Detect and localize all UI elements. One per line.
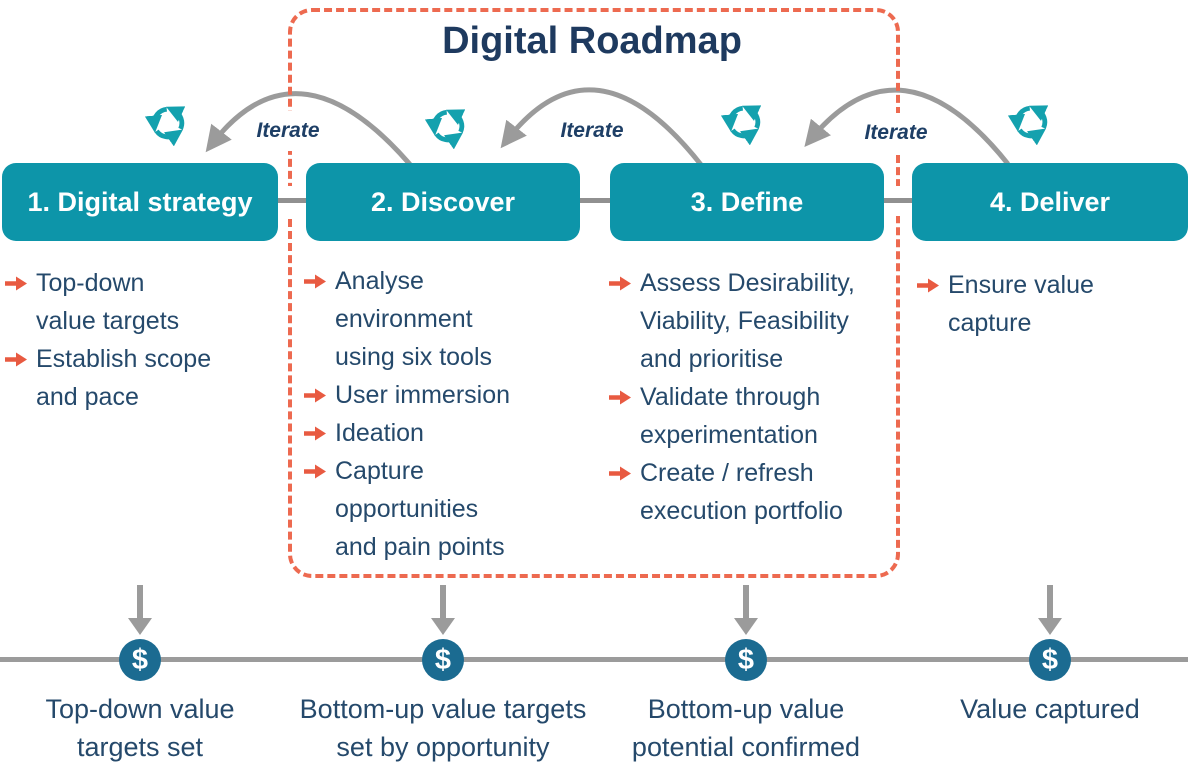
cycle-refresh-icon [145,106,186,146]
bullet-list-discover: Analyse environment using six tools User… [303,262,553,566]
arrow-right-icon [304,274,326,289]
iterate-label-3: Iterate [863,113,929,153]
arrow-right-icon [5,276,27,291]
cycle-refresh-icon [425,109,466,149]
arrow-right-icon [917,278,939,293]
stage-box-define: 3. Define [610,163,884,241]
dollar-milestone-icon: $ [422,639,464,681]
bullet-item: Validate through experimentation [608,378,893,454]
digital-roadmap-frame [288,8,900,578]
bullet-list-deliver: Ensure value capture [916,266,1181,342]
milestone-label-2: Bottom-up value targets set by opportuni… [299,694,587,762]
stage-box-deliver: 4. Deliver [912,163,1188,241]
iterate-arc-3-to-2 [500,87,704,168]
value-timeline [0,657,1188,662]
arrow-right-icon [609,390,631,405]
stage-connector-3-4 [882,198,914,203]
bullet-item: Ideation [303,414,553,452]
bullet-item: Top-down value targets [4,264,284,340]
bullet-item: Establish scope and pace [4,340,284,416]
stage-box-discover: 2. Discover [306,163,580,241]
bullet-item: Capture opportunities and pain points [303,452,553,566]
dollar-milestone-icon: $ [725,639,767,681]
iterate-label-2: Iterate [559,111,625,151]
bullet-item: Analyse environment using six tools [303,262,553,376]
bullet-list-define: Assess Desirability, Viability, Feasibil… [608,264,893,530]
stage-connector-1-2 [276,198,308,203]
milestone-label-3: Bottom-up value potential confirmed [631,694,861,762]
cycle-refresh-icon [1008,105,1049,145]
bullet-list-digital-strategy: Top-down value targets Establish scope a… [4,264,284,416]
dollar-milestone-icon: $ [119,639,161,681]
dollar-milestone-icon: $ [1029,639,1071,681]
arrow-right-icon [304,464,326,479]
iterate-arc-4-to-3 [804,87,1010,166]
iterate-label-1: Iterate [255,111,321,151]
milestone-label-4: Value captured [960,694,1140,724]
milestone-label-1: Top-down value targets set [45,694,235,762]
stage-box-digital-strategy: 1. Digital strategy [2,163,278,241]
iterate-arc-2-to-1 [205,91,420,176]
arrow-right-icon [609,276,631,291]
arrow-right-icon [5,352,27,367]
arrow-right-icon [609,466,631,481]
iterate-arcs-layer [205,87,1010,176]
bullet-item: Assess Desirability, Viability, Feasibil… [608,264,893,378]
bullet-item: Ensure value capture [916,266,1181,342]
arrow-right-icon [304,388,326,403]
arrow-right-icon [304,426,326,441]
stage-connector-2-3 [578,198,612,203]
bullet-item: Create / refresh execution portfolio [608,454,893,530]
page-title: Digital Roadmap [442,20,742,62]
cycle-refresh-icon [721,105,762,145]
bullet-item: User immersion [303,376,553,414]
